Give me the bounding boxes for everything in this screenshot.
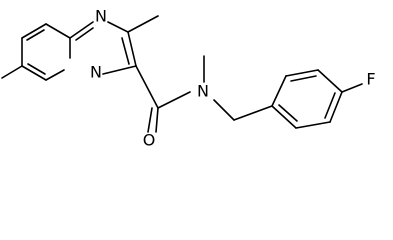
atom-label-o-carbonyl: O <box>143 131 156 150</box>
atom-label-f: F <box>366 70 375 89</box>
bond-c3-n4 <box>102 65 137 75</box>
bond-c2-methyl <box>127 15 159 33</box>
atom-label-n-amide: N <box>197 82 209 101</box>
bond-carbonyl-o <box>155 107 159 133</box>
bond-ar4-f <box>341 83 363 93</box>
bond-c8a-c8 <box>45 23 71 39</box>
molecule-structure-diagram: N N O N F <box>1 7 376 150</box>
bond-ch2-aryl <box>233 105 273 121</box>
atom-label-n-bridge: N <box>90 63 102 82</box>
bond-c2-c3 <box>127 31 137 67</box>
bond-c6-methyl <box>1 65 23 79</box>
bond-ar5-ar6 <box>295 121 331 129</box>
bond-carbonyl-o-double <box>147 107 153 133</box>
bond-ar2-ar3 <box>285 69 319 77</box>
bond-namide-ch2 <box>213 99 235 121</box>
bond-ar2-ar3-inner <box>290 75 317 82</box>
bond-c6-c5-inner <box>27 63 46 75</box>
bond-c8-c7 <box>21 23 47 39</box>
bond-ar3-ar4 <box>317 69 343 93</box>
bond-ar4-ar5 <box>329 91 343 123</box>
bond-c2-c3-inner <box>121 37 130 65</box>
bond-ar4-ar5-inner <box>324 92 336 119</box>
bond-c8a-n1-inner <box>75 27 94 41</box>
bond-ar1-ar2 <box>271 75 287 107</box>
bond-c6-c5 <box>21 65 47 81</box>
bond-n1-c2 <box>107 21 129 33</box>
bond-c5-n4 <box>45 69 65 81</box>
bond-c3-carbonyl <box>135 65 159 109</box>
bond-ar6-ar1 <box>271 105 297 129</box>
atom-label-n-imine: N <box>95 7 107 26</box>
bond-c8a-n1 <box>69 21 94 39</box>
bond-ar6-ar1-inner <box>278 104 298 122</box>
bond-carbonyl-namide <box>157 91 191 109</box>
bond-c8-c7-inner <box>26 29 45 41</box>
